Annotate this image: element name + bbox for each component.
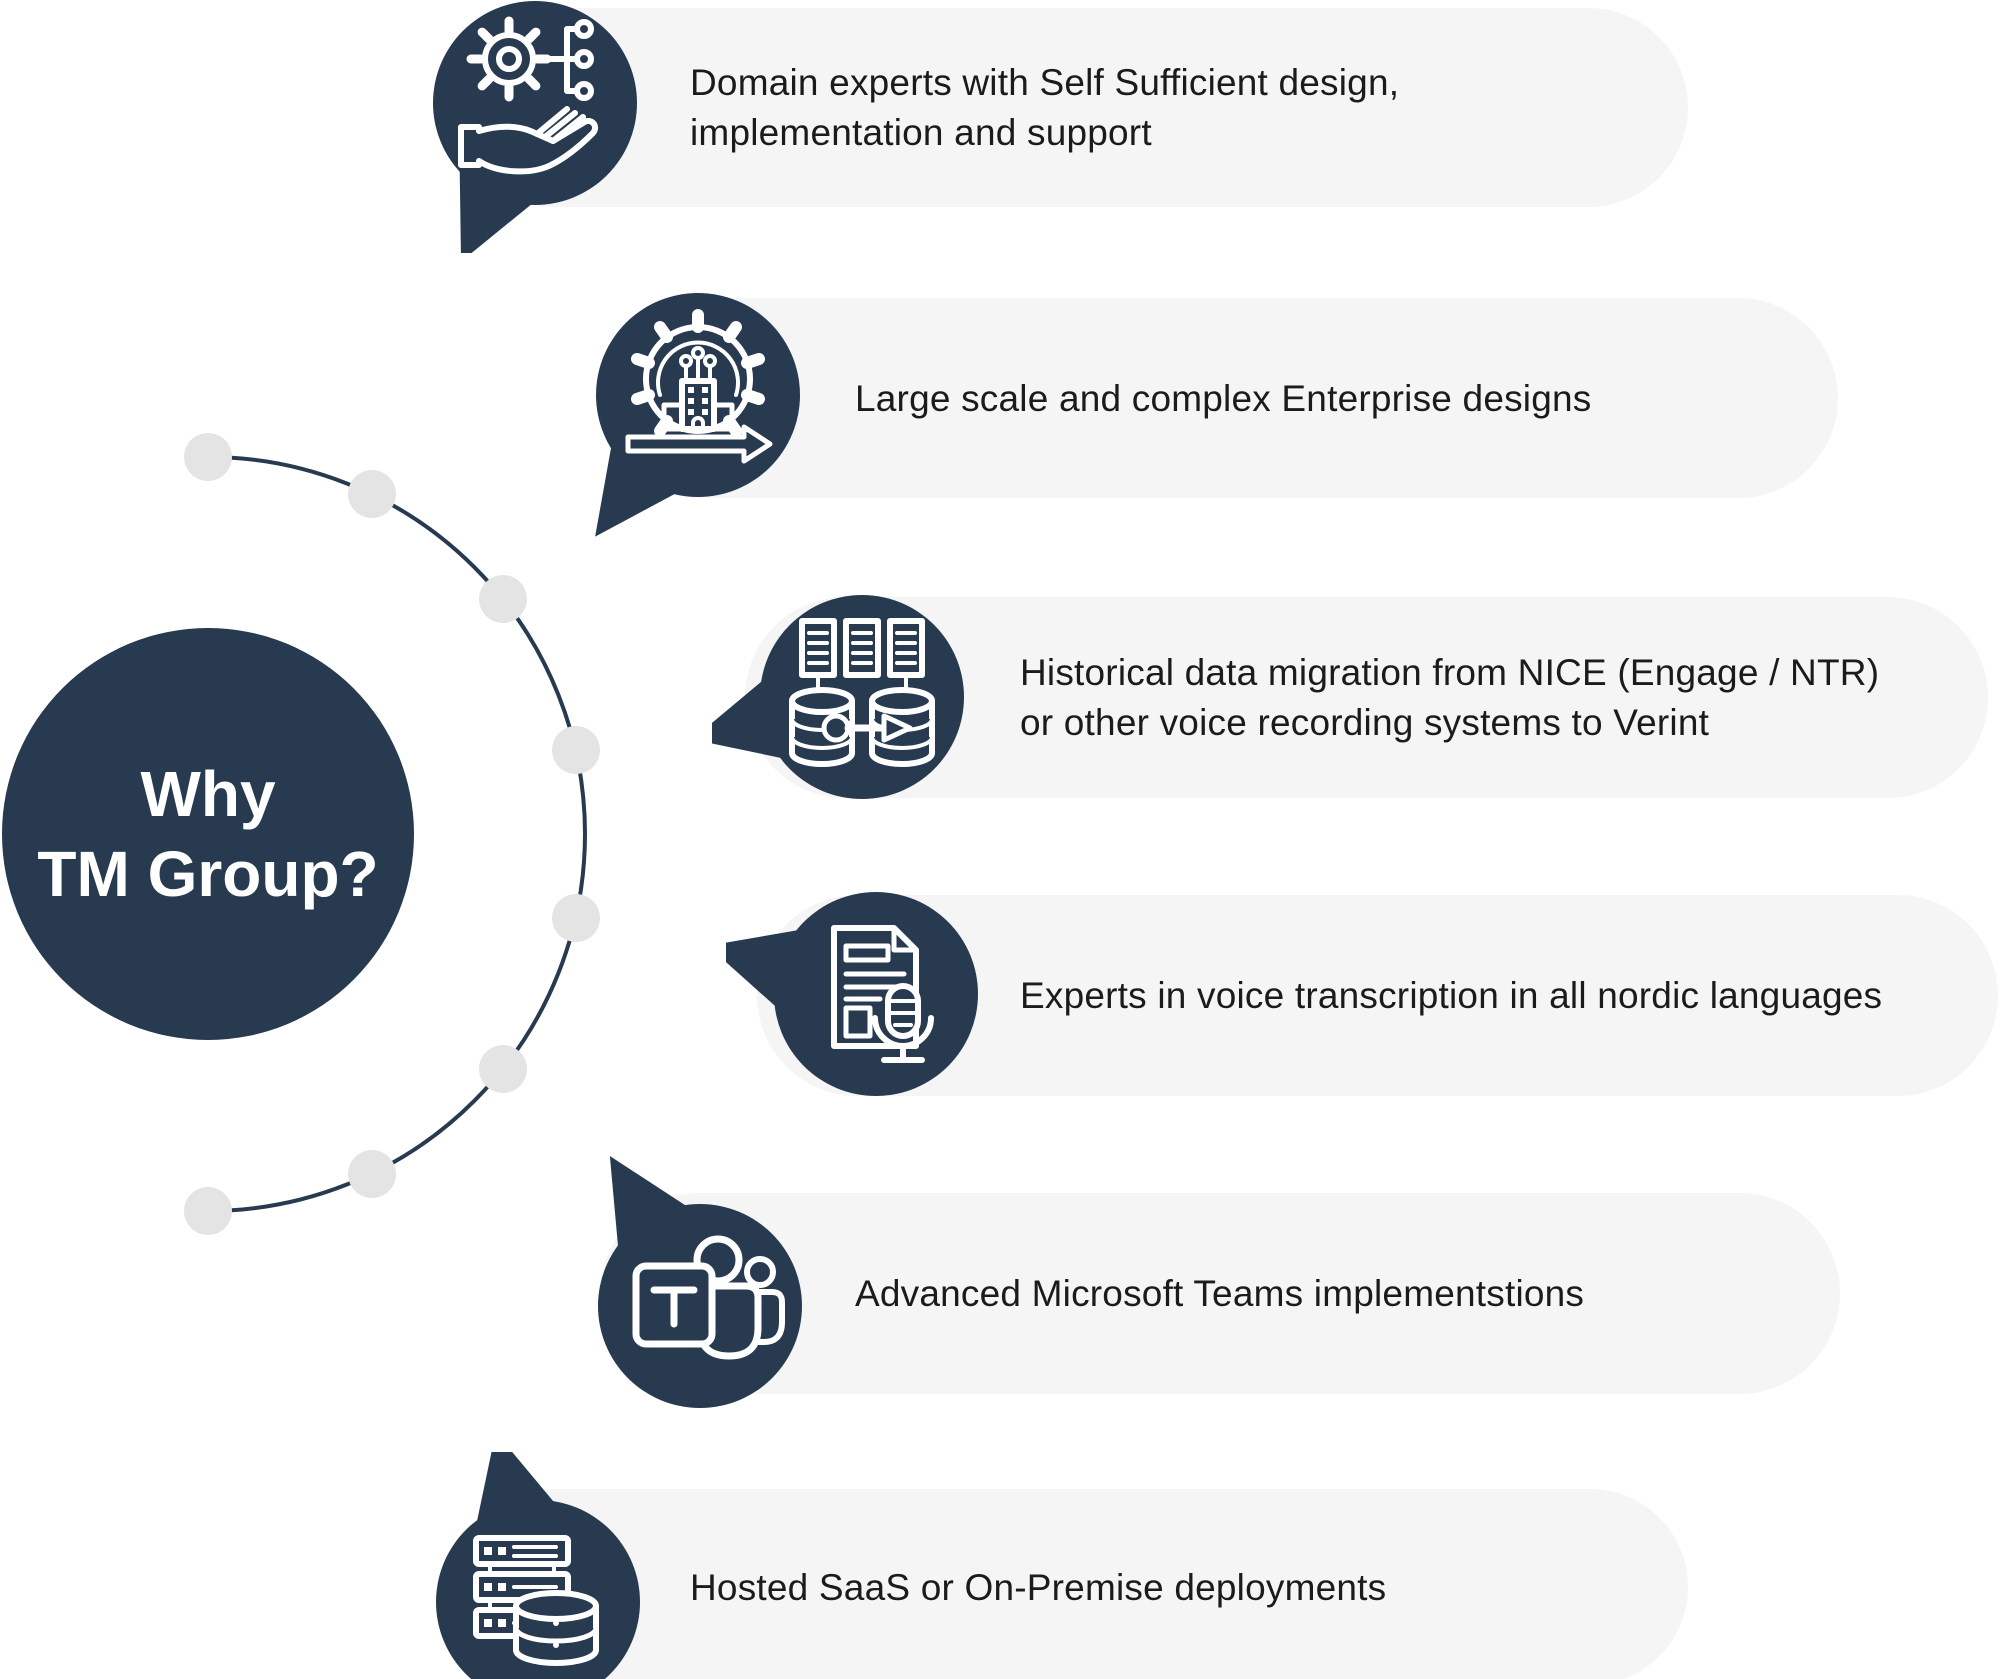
hub-title: Why TM Group? [37,758,379,910]
speech-bubble-3 [712,595,964,799]
feature-pill-5 [600,1193,1840,1394]
orbit-dot [552,894,600,942]
speech-bubble-2 [595,293,800,537]
speech-bubble-6 [436,1452,640,1679]
orbit-dot [479,1045,527,1093]
hosted-servers-icon [473,1535,599,1666]
hand-gear-network-icon [458,16,599,175]
feature-pill-1 [455,8,1688,207]
feature-pill-6 [455,1489,1688,1679]
feature-text-6: Hosted SaaS or On-Premise deployments [690,1567,1387,1609]
feature-text-2: Large scale and complex Enterprise desig… [855,378,1592,420]
speech-bubble-4 [726,892,978,1096]
database-migration-icon [789,618,935,767]
feature-text-3: Historical data migration from NICE (Eng… [1020,652,1880,743]
feature-text-5: Advanced Microsoft Teams implementstions [855,1273,1585,1315]
orbit-dot [479,575,527,623]
orbit-dot [348,1150,396,1198]
hub-circle: Why TM Group? [2,628,414,1040]
voice-transcription-icon [831,925,934,1063]
orbit-dot [184,1187,232,1235]
speech-bubble-1 [433,1,637,253]
feature-text-4: Experts in voice transcription in all no… [1020,975,1883,1017]
orbit-dot [552,726,600,774]
feature-text-1: Domain experts with Self Sufficient desi… [690,62,1400,153]
orbit-dot [348,470,396,518]
orbit-dot [184,433,232,481]
enterprise-gear-building-icon [625,309,773,464]
microsoft-teams-icon [632,1235,785,1360]
speech-bubble-5 [598,1156,802,1408]
feature-pill-2 [600,298,1838,498]
